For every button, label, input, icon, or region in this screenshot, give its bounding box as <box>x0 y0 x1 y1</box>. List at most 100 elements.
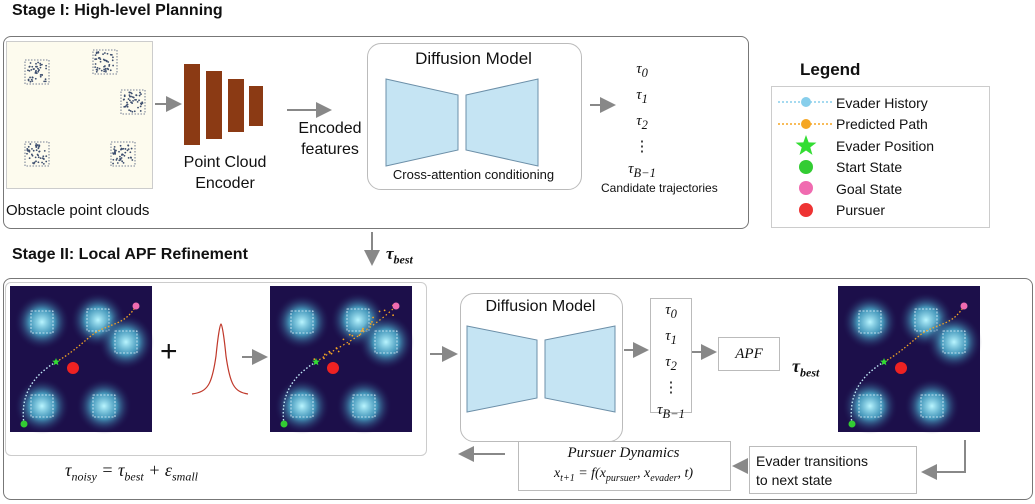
encoder-layer-3 <box>228 79 244 132</box>
encoder-layer-4 <box>249 86 263 126</box>
gaussian-noise-curve <box>190 306 250 401</box>
legend-item: Predicted Path <box>776 114 928 135</box>
stage1-traj-0: τ0 <box>636 61 648 80</box>
stage2-traj-2: τ2 <box>665 354 677 373</box>
goal-state <box>392 302 400 310</box>
tau-best-output: τbest <box>792 356 820 380</box>
cross-attention-label: Cross-attention conditioning <box>392 167 555 182</box>
obstacle-cloud-4 <box>110 141 136 167</box>
stage1-traj-2: τ2 <box>636 113 648 132</box>
apf-box: APF <box>718 337 780 371</box>
circle-icon <box>776 157 836 178</box>
legend-item: Evader Position <box>776 135 934 156</box>
stage1-diffusion-title: Diffusion Model <box>415 49 532 68</box>
start-state <box>20 420 28 428</box>
encoded-features-label: Encoded features <box>285 118 375 160</box>
apf-field-refined <box>838 286 982 434</box>
circle-icon <box>776 178 836 199</box>
obstacle-label: Obstacle point clouds <box>6 202 150 219</box>
legend-item: Evader History <box>776 92 928 113</box>
evader-position <box>312 358 320 366</box>
obstacle-box-2 <box>942 330 966 354</box>
legend-item: Pursuer <box>776 200 885 221</box>
obstacle-box-3 <box>30 394 54 418</box>
encoder-label: Point Cloud Encoder <box>170 152 280 194</box>
dotted-line-dot-icon <box>776 92 836 113</box>
stage1-traj-1: τ1 <box>636 87 648 106</box>
transition-line2: to next state <box>756 472 833 488</box>
stage2-traj-0: τ0 <box>665 302 677 321</box>
legend-item-label: Predicted Path <box>836 116 928 132</box>
star-icon <box>776 135 836 156</box>
evader-position <box>52 358 60 366</box>
pursuer-dynamics-equation: xt+1 = f(xpursuer, xevader, t) <box>553 466 694 484</box>
candidate-label: Candidate trajectories <box>601 181 718 195</box>
obstacle-point-cloud-image <box>6 41 153 189</box>
stage1-traj-dots: ⋮ <box>634 139 650 155</box>
legend-item-label: Evader Position <box>836 137 935 154</box>
goal-state <box>960 302 968 310</box>
obstacle-glow-0 <box>14 294 70 350</box>
encoder-layer-2 <box>206 71 222 139</box>
pursuer-dynamics-box <box>518 441 731 491</box>
noise-group-box <box>5 282 427 456</box>
pursuer <box>67 362 79 374</box>
obstacle-box-4 <box>92 394 116 418</box>
dotted-line-dot-icon <box>776 114 836 135</box>
stage2-traj-1: τ1 <box>665 328 677 347</box>
obstacle-glow-0 <box>842 294 898 350</box>
legend-item-label: Evader History <box>836 94 928 111</box>
tau-best-label: τbest <box>386 244 413 267</box>
obstacle-box-2 <box>114 330 138 354</box>
obstacle-cloud-1 <box>92 49 118 75</box>
noisy-equation: τnoisy = τbest + εsmall <box>65 460 198 484</box>
legend-item-label: Start State <box>836 159 903 175</box>
encoder-layer-1 <box>184 64 200 145</box>
legend-item-label: Pursuer <box>836 202 886 218</box>
encoder-label-line2: Encoder <box>195 175 255 192</box>
evader-history-path <box>22 361 57 425</box>
pursuer-dynamics-title: Pursuer Dynamics <box>567 445 680 461</box>
noisy-predicted-path <box>315 305 397 363</box>
predicted-path <box>55 305 137 363</box>
obstacle-glow-2 <box>98 314 154 370</box>
encoded-line1: Encoded <box>298 120 362 137</box>
apf-field-noisy <box>270 286 414 434</box>
obstacle-glow-2 <box>926 314 982 370</box>
obstacle-box-3 <box>290 394 314 418</box>
evader-history-path <box>282 361 317 425</box>
pursuer <box>895 362 907 374</box>
stage2-traj-dots: ⋮ <box>663 380 679 396</box>
stage2-diffusion-title: Diffusion Model <box>485 298 596 315</box>
obstacle-box-3 <box>858 394 882 418</box>
evader-transition-box: Evader transitions to next state <box>749 446 917 494</box>
stage2-title: Stage II: Local APF Refinement <box>12 246 248 263</box>
legend-title: Legend <box>800 60 861 79</box>
obstacle-glow-4 <box>336 378 392 434</box>
obstacle-box-4 <box>352 394 376 418</box>
obstacle-box-0 <box>858 310 882 334</box>
stage2-trajectory-list: τ0 τ1 τ2 ⋮ τB−1 <box>650 298 692 421</box>
start-state <box>280 420 288 428</box>
obstacle-glow-4 <box>904 378 960 434</box>
legend-item-label: Goal State <box>836 180 903 197</box>
stage1-traj-last: τB−1 <box>628 161 656 180</box>
pursuer <box>327 362 339 374</box>
obstacle-cloud-0 <box>24 59 50 85</box>
legend-item: Goal State <box>776 178 902 199</box>
obstacle-cloud-2 <box>120 89 146 115</box>
legend-item: Start State <box>776 157 902 178</box>
obstacle-box-4 <box>920 394 944 418</box>
obstacle-glow-2 <box>358 314 414 370</box>
encoder-label-line1: Point Cloud <box>183 154 267 171</box>
stage1-trajectory-list: τ0 τ1 τ2 ⋮ τB−1 <box>621 58 663 180</box>
apf-field-original <box>10 286 154 434</box>
obstacle-cloud-3 <box>24 141 50 167</box>
evader-history-path <box>850 361 885 425</box>
circle-icon <box>776 200 836 221</box>
predicted-path <box>883 305 965 363</box>
obstacle-glow-0 <box>274 294 330 350</box>
plus-sign: + <box>160 335 178 368</box>
transition-line1: Evader transitions <box>756 453 869 469</box>
